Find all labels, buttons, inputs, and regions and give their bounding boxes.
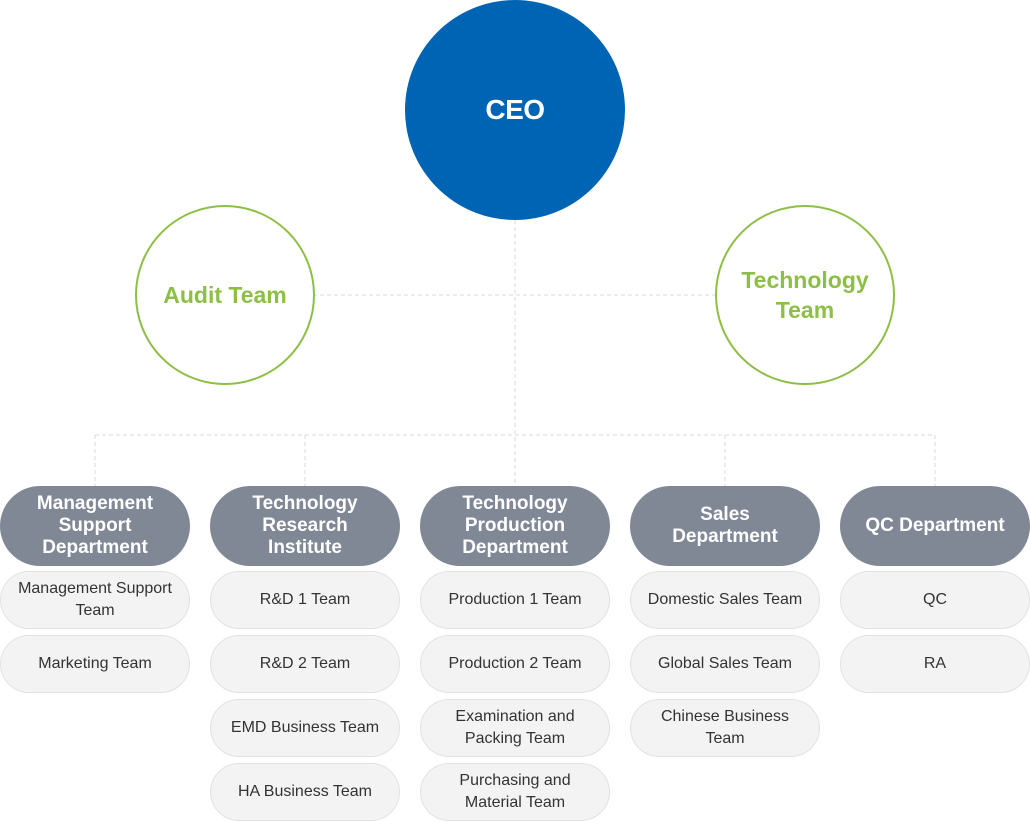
team-box: Purchasing and Material Team (420, 763, 610, 821)
department-technology-production: Technology Production Department (420, 486, 610, 566)
team-box: R&D 2 Team (210, 635, 400, 693)
team-box: Marketing Team (0, 635, 190, 693)
team-box: Domestic Sales Team (630, 571, 820, 629)
team-box: R&D 1 Team (210, 571, 400, 629)
team-box: RA (840, 635, 1030, 693)
team-box: HA Business Team (210, 763, 400, 821)
department-sales: Sales Department (630, 486, 820, 566)
team-box: Chinese Business Team (630, 699, 820, 757)
team-box: EMD Business Team (210, 699, 400, 757)
team-box: Management Support Team (0, 571, 190, 629)
department-management-support: Management Support Department (0, 486, 190, 566)
team-box: Production 2 Team (420, 635, 610, 693)
department-technology-research: Technology Research Institute (210, 486, 400, 566)
team-box: Global Sales Team (630, 635, 820, 693)
audit-team-node: Audit Team (135, 205, 315, 385)
department-qc: QC Department (840, 486, 1030, 566)
technology-team-node: Technology Team (715, 205, 895, 385)
ceo-node: CEO (405, 0, 625, 220)
team-box: Production 1 Team (420, 571, 610, 629)
team-box: QC (840, 571, 1030, 629)
team-box: Examination and Packing Team (420, 699, 610, 757)
